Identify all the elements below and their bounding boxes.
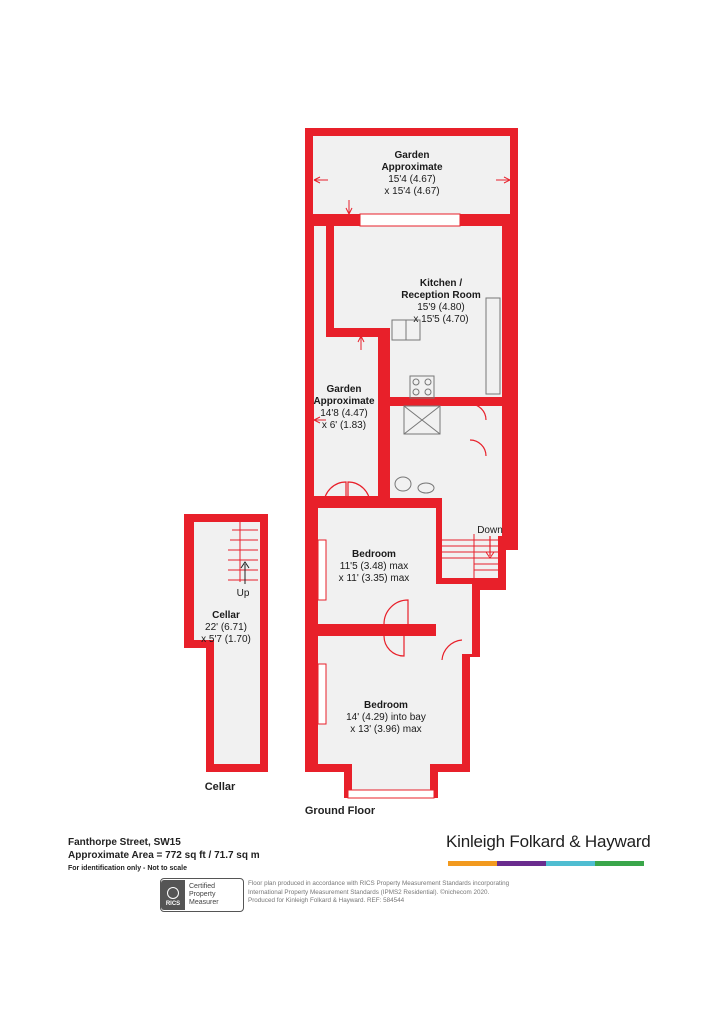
rics-badge: RICS Certified Property Measurer — [160, 878, 244, 912]
garden-top-dim1: 15'4 (4.67) — [388, 174, 436, 185]
agent-color-bars — [448, 861, 644, 866]
doors — [323, 403, 487, 661]
kitchen-dim2: x 15'5 (4.70) — [413, 314, 468, 325]
bedroom1-floor — [318, 508, 436, 624]
hob — [409, 375, 435, 399]
bedroom1-name: Bedroom — [352, 549, 396, 560]
cellar-stairs — [228, 522, 258, 584]
bedroom1-dim2: x 11' (3.35) max — [339, 573, 410, 584]
windows — [317, 213, 461, 799]
hall-floor — [442, 406, 502, 536]
ground-floor-label: Ground Floor — [305, 805, 376, 817]
color-bar — [448, 861, 497, 866]
kitchen-floor — [334, 226, 502, 397]
shower — [403, 405, 441, 435]
rics-seal-icon: RICS — [161, 880, 185, 910]
garden-top-line2: Approximate — [381, 162, 443, 173]
cellar-floor-label: Cellar — [205, 781, 236, 793]
stairs-down-label: Down — [477, 525, 503, 536]
cellar-dim1: 22' (6.71) — [205, 622, 247, 633]
garden-top-name: Garden — [394, 150, 429, 161]
stairs-up-label: Up — [237, 588, 250, 599]
worktop — [485, 297, 501, 395]
kitchen-line2: Reception Room — [401, 290, 481, 301]
stairs-down — [442, 534, 498, 578]
cellar-plan: Up Cellar 22' (6.71) x 5'7 (1.70) — [184, 514, 268, 772]
property-address: Fanthorpe Street, SW15 — [68, 837, 181, 848]
garden-top-floor — [313, 136, 510, 214]
garden-side-floor-2 — [326, 337, 378, 496]
rics-seal-text: RICS — [165, 901, 181, 907]
rics-badge-text: Certified Property Measurer — [189, 883, 219, 906]
room-floors — [313, 136, 510, 790]
color-bar — [497, 861, 546, 866]
disclaimer-text: Floor plan produced in accordance with R… — [248, 880, 510, 904]
ground-floor-plan: Garden Approximate 15'4 (4.67) x 15'4 (4… — [305, 128, 518, 799]
garden-side-dim1: 14'8 (4.47) — [320, 408, 368, 419]
color-bar — [595, 861, 644, 866]
bedroom2-name: Bedroom — [364, 700, 408, 711]
cellar-dim2: x 5'7 (1.70) — [201, 634, 251, 645]
toilet — [394, 476, 412, 492]
bedroom2-floor — [318, 636, 462, 764]
cellar-floor — [194, 522, 260, 764]
bedroom1-dim1: 11'5 (3.48) max — [340, 561, 408, 572]
property-area: Approximate Area = 772 sq ft / 71.7 sq m — [68, 850, 260, 861]
bay-floor — [352, 764, 430, 790]
dimension-arrows — [313, 176, 511, 424]
bedroom2-dim2: x 13' (3.96) max — [350, 724, 421, 735]
property-info: Fanthorpe Street, SW15 Approximate Area … — [68, 836, 368, 872]
kitchen-dim1: 15'9 (4.80) — [417, 302, 465, 313]
garden-top-dim2: x 15'4 (4.67) — [384, 186, 439, 197]
garden-side-floor — [314, 226, 326, 496]
garden-side-name: Garden — [326, 384, 361, 395]
garden-side-dim2: x 6' (1.83) — [322, 420, 366, 431]
kitchen-name: Kitchen / — [420, 278, 462, 289]
basin — [417, 482, 435, 494]
garden-side-line2: Approximate — [313, 396, 375, 407]
bedroom2-dim1: 14' (4.29) into bay — [346, 712, 426, 723]
stair-floor — [442, 536, 498, 578]
fixtures — [391, 297, 501, 494]
cellar-name: Cellar — [212, 610, 240, 621]
identification-note: For identification only - Not to scale — [68, 865, 188, 872]
color-bar — [546, 861, 595, 866]
agent-logo-text: Kinleigh Folkard & Hayward — [446, 832, 651, 851]
room-labels: Garden Approximate 15'4 (4.67) x 15'4 (4… — [313, 150, 502, 735]
